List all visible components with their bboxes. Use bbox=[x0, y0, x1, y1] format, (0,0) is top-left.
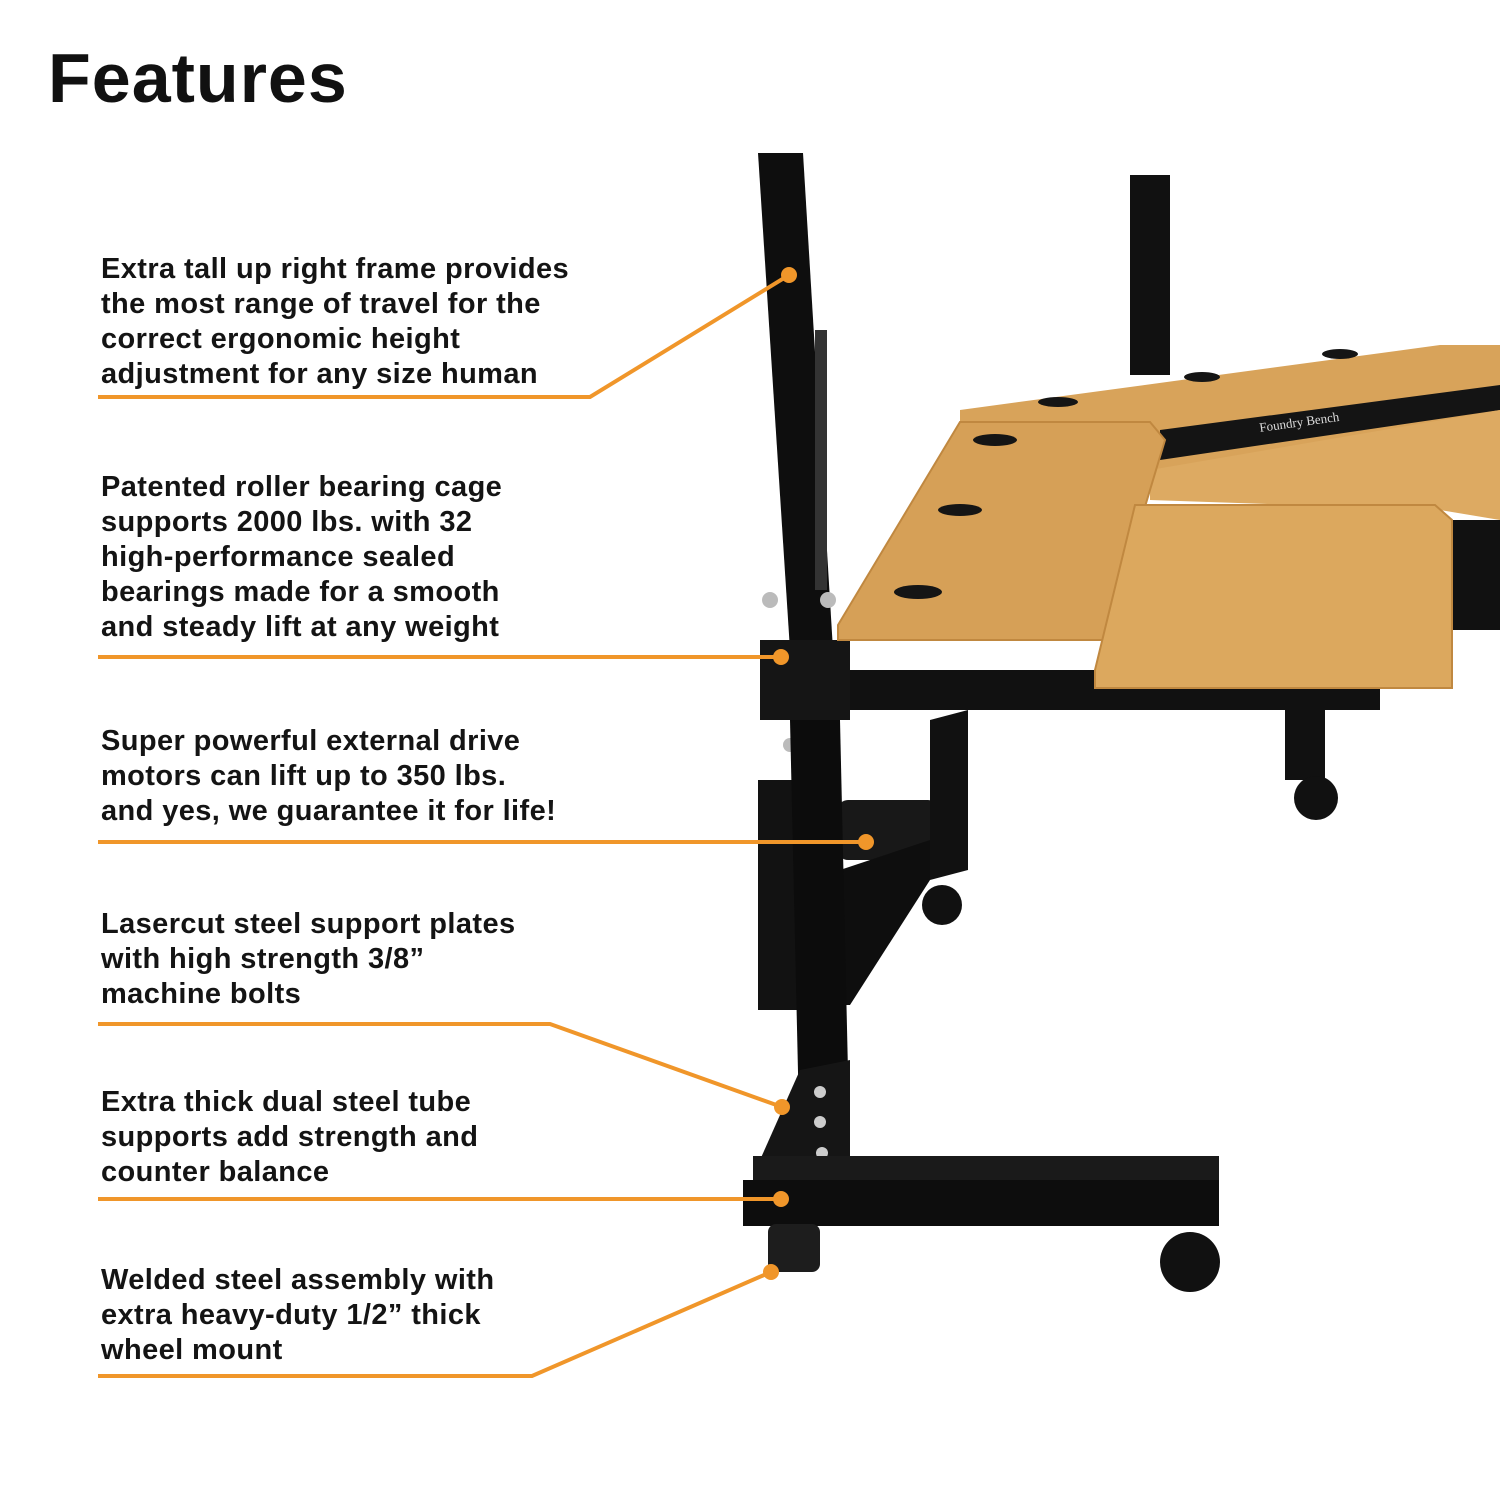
callout-wheel-mount: Welded steel assembly with extra heavy-d… bbox=[101, 1264, 495, 1366]
callout-upright-frame: Extra tall up right frame provides the m… bbox=[101, 253, 570, 390]
bearing-cage bbox=[760, 640, 850, 720]
main-upright-frame bbox=[758, 153, 833, 650]
base-tube-lower bbox=[743, 1180, 1219, 1226]
base-tube-upper bbox=[753, 1156, 1219, 1184]
laser-cut-plate bbox=[760, 1060, 850, 1160]
mid-caster bbox=[922, 885, 962, 925]
front-desktop bbox=[1094, 504, 1453, 689]
callout-dot-2 bbox=[773, 649, 789, 665]
page-title: Features bbox=[48, 39, 348, 117]
leader-line-6 bbox=[98, 1270, 772, 1378]
wheel-mount bbox=[768, 1224, 820, 1272]
leader-lines bbox=[98, 273, 866, 1378]
callout-dot-4 bbox=[774, 1099, 790, 1115]
base-caster bbox=[1160, 1232, 1220, 1292]
callout-bearing-cage: Patented roller bearing cage supports 20… bbox=[101, 471, 503, 643]
callout-dot-6 bbox=[763, 1264, 779, 1280]
leader-line-1 bbox=[98, 273, 791, 399]
lower-column bbox=[790, 720, 850, 1160]
callout-dot-3 bbox=[858, 834, 874, 850]
cable-tray bbox=[1160, 385, 1500, 460]
rear-leg bbox=[1285, 700, 1325, 780]
callout-steel-tube: Extra thick dual steel tube supports add… bbox=[101, 1086, 479, 1188]
callout-dot-5 bbox=[773, 1191, 789, 1207]
callout-drive-motors: Super powerful external drive motors can… bbox=[101, 725, 557, 827]
rear-caster bbox=[1294, 776, 1338, 820]
right-desktop bbox=[1150, 410, 1500, 520]
rear-upright-post bbox=[1130, 175, 1170, 375]
callout-support-plates: Lasercut steel support plates with high … bbox=[101, 908, 516, 1010]
leader-line-4 bbox=[98, 1022, 783, 1109]
callout-dot-1 bbox=[781, 267, 797, 283]
support-tube bbox=[840, 840, 930, 1005]
